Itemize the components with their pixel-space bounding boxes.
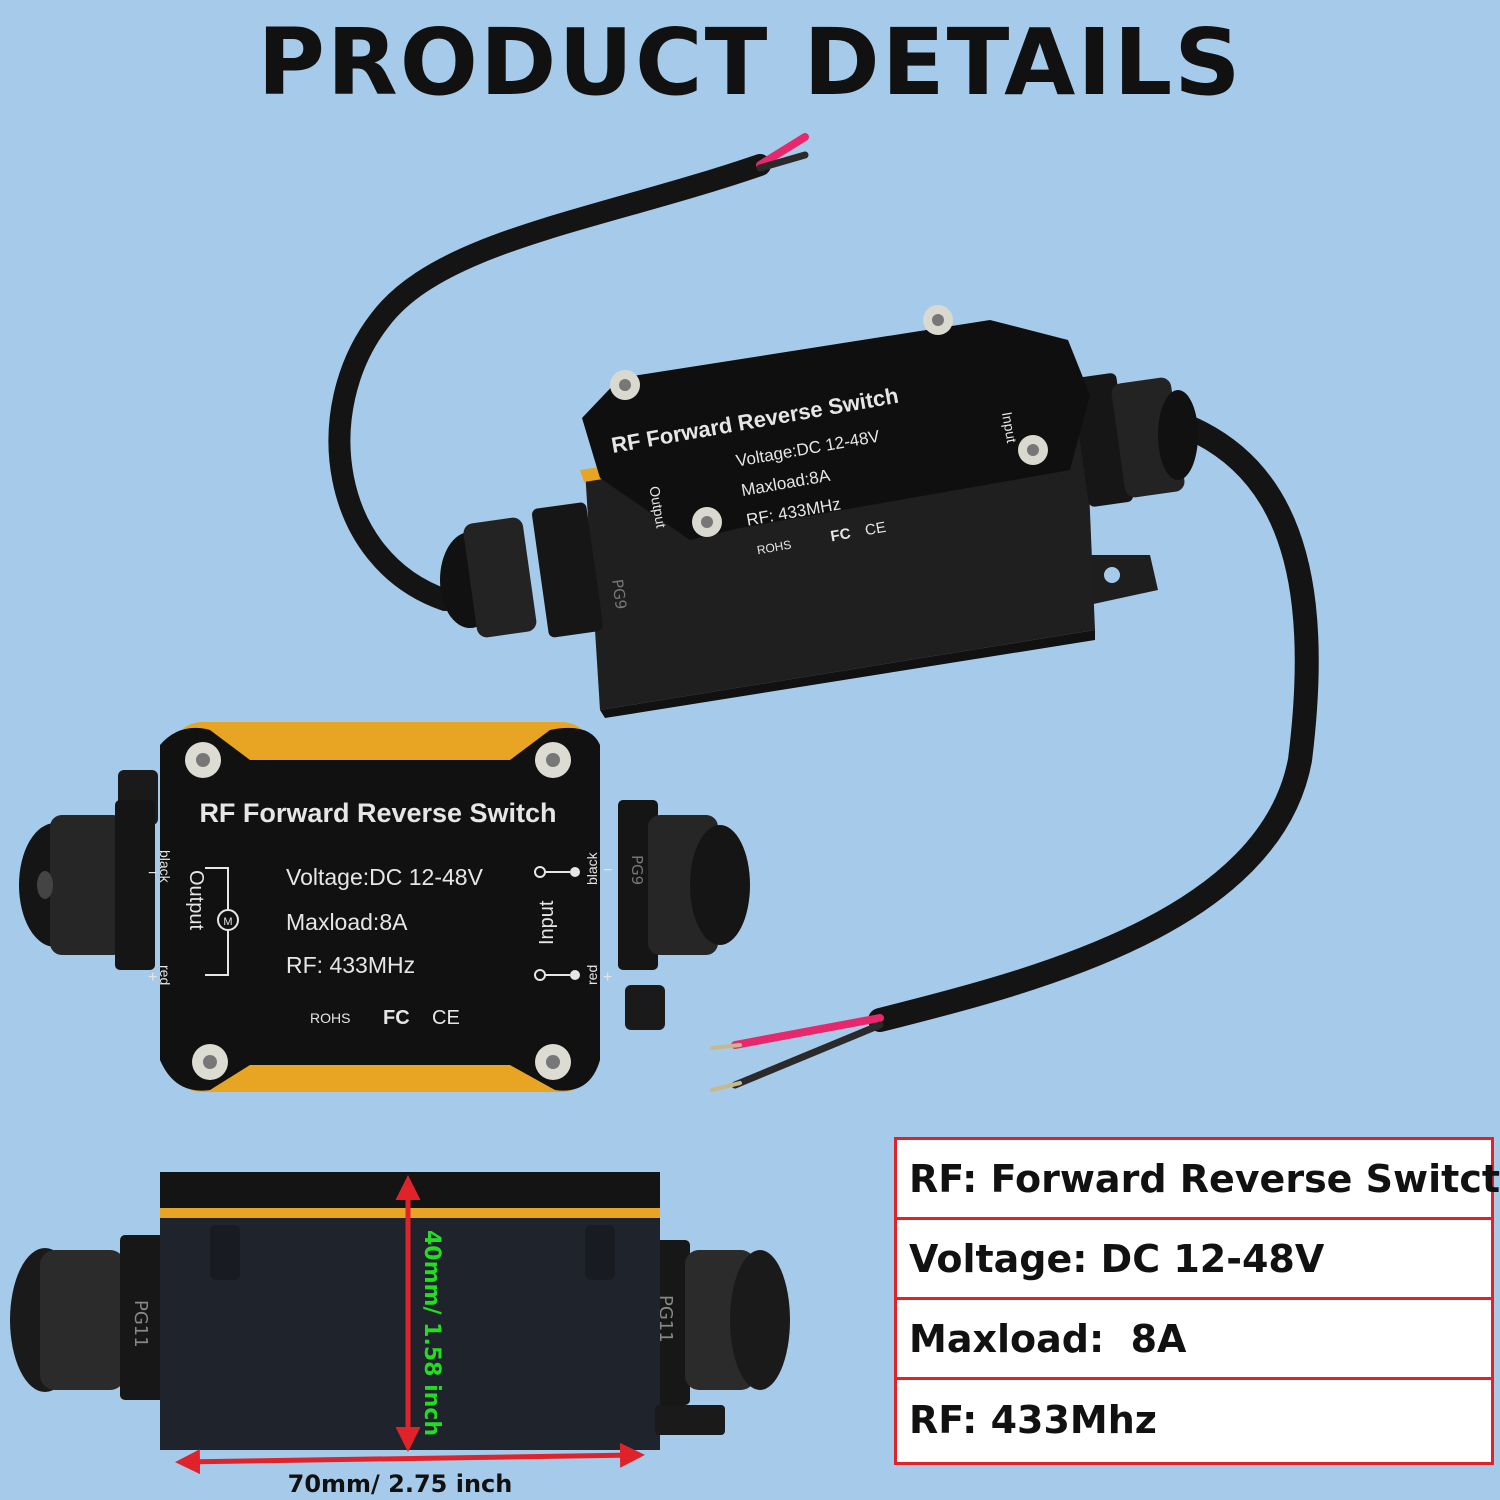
top-input-label: Input <box>999 411 1020 445</box>
front-fc: FC <box>383 1007 410 1029</box>
spec-row-maxload: Maxload: 8A <box>897 1300 1491 1380</box>
front-voltage: Voltage:DC 12-48V <box>286 864 484 890</box>
top-gland-left: PG9 <box>440 502 630 638</box>
spec-table: RF: Forward Reverse Switct Voltage: DC 1… <box>894 1137 1500 1465</box>
top-ce: CE <box>864 519 887 539</box>
front-minus-right: − <box>603 862 612 879</box>
spec-row-voltage: Voltage: DC 12-48V <box>897 1220 1491 1300</box>
top-rohs: ROHS <box>756 538 793 558</box>
motor-symbol <box>217 909 239 931</box>
side-gland-left: PG11 <box>10 1235 165 1400</box>
height-label: 40mm/ 1.58 inch <box>419 1230 444 1436</box>
front-gland-right: PG9 <box>618 800 750 970</box>
top-device-cable <box>328 133 1319 1092</box>
front-minus-left: − <box>148 865 157 882</box>
side-gland-right-label: PG11 <box>655 1295 676 1343</box>
front-input-label: Input <box>536 900 558 945</box>
front-red-left: red <box>157 965 173 985</box>
top-gland-right <box>1071 373 1198 507</box>
page-title: PRODUCT DETAILS <box>257 9 1243 116</box>
front-rohs: ROHS <box>310 1010 350 1026</box>
front-output-label: Output <box>185 870 207 930</box>
top-device-body: PG9 RF Forward Reverse Switch Voltage:DC… <box>440 305 1198 718</box>
side-gland-left-label: PG11 <box>130 1300 151 1348</box>
top-output-label: Output <box>646 485 669 529</box>
front-screws <box>185 742 571 1080</box>
width-dimension: 70mm/ 2.75 inch <box>175 1442 645 1498</box>
front-device: PG9 RF Forward Reverse Switch Voltage:DC… <box>19 722 750 1092</box>
front-gland-label: PG9 <box>628 855 646 885</box>
front-black-left: black <box>157 850 173 884</box>
height-dimension: 40mm/ 1.58 inch <box>395 1175 444 1452</box>
front-plus-right: + <box>603 969 612 986</box>
front-black-right: black <box>584 851 600 885</box>
input-terminals <box>534 866 580 981</box>
front-maxload: Maxload:8A <box>286 909 408 935</box>
top-fc: FC <box>829 525 852 545</box>
front-rf: RF: 433MHz <box>286 952 415 978</box>
front-title: RF Forward Reverse Switch <box>199 798 556 828</box>
front-ce: CE <box>432 1007 460 1029</box>
motor-symbol-label: M <box>223 916 232 928</box>
front-red-right: red <box>584 965 600 985</box>
side-device: PG11 PG11 <box>10 1172 790 1450</box>
front-plus-left: + <box>148 969 157 986</box>
top-screws <box>610 305 1048 537</box>
spec-row-rf: RF: 433Mhz <box>909 1398 1157 1442</box>
width-label: 70mm/ 2.75 inch <box>288 1470 513 1498</box>
top-gland-label: PG9 <box>608 578 630 610</box>
spec-row-type: RF: Forward Reverse Switct <box>897 1140 1500 1220</box>
side-gland-right: PG11 <box>650 1240 790 1405</box>
front-gland-left <box>19 800 155 970</box>
